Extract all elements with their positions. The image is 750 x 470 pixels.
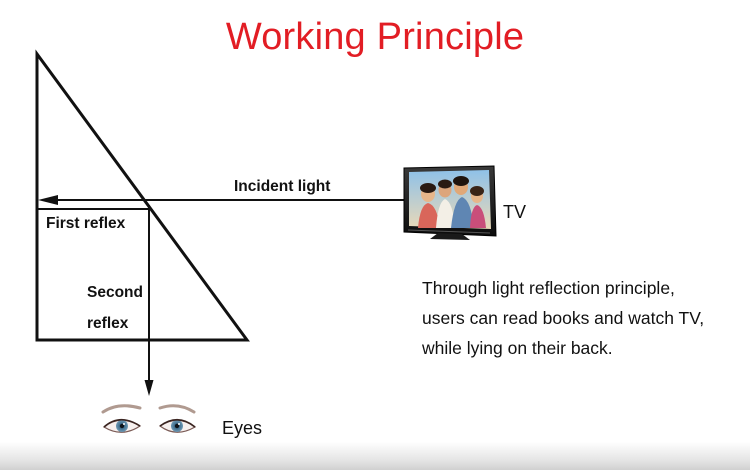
first-reflex-arrowhead (38, 195, 58, 205)
tv-label: TV (503, 202, 527, 222)
description-text: Through light reflection principle, user… (422, 273, 742, 363)
prism-triangle (35, 49, 250, 342)
description-line-2: users can read books and watch TV, (422, 308, 705, 328)
second-reflex-arrowhead (144, 380, 154, 396)
eyes-icon (101, 404, 197, 433)
page-title: Working Principle (225, 16, 525, 58)
incident-light-label: Incident light (234, 178, 331, 195)
tv-icon (403, 165, 497, 240)
eyes-label: Eyes (222, 418, 263, 438)
description-line-3: while lying on their back. (422, 338, 613, 358)
second-reflex-label-line1: Second (87, 284, 143, 301)
first-reflex-label: First reflex (46, 215, 126, 232)
description-line-1: Through light reflection principle, (422, 278, 675, 298)
second-reflex-label-line2: reflex (87, 315, 129, 332)
